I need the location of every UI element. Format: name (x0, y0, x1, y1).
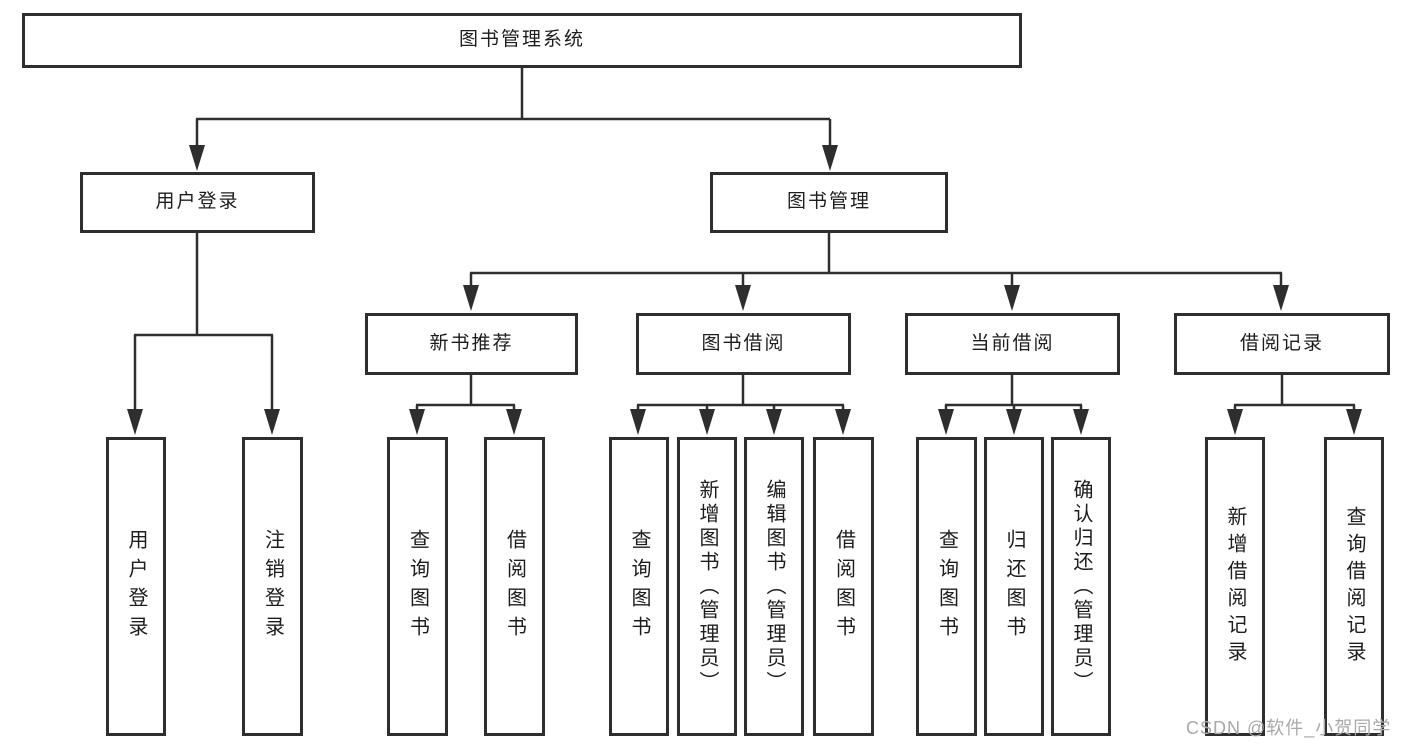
leaf-query-books-current: 查询图书 (916, 437, 977, 736)
leaf-query-borrow-record: 查询借阅记录 (1324, 437, 1384, 736)
leaf-borrow-books: 借阅图书 (813, 437, 874, 736)
leaf-borrow-books-recommend: 借阅图书 (484, 437, 545, 736)
node-new-book-recommend: 新书推荐 (365, 313, 578, 375)
leaf-confirm-return-admin: 确认归还（管理员） (1051, 437, 1111, 736)
node-system-root: 图书管理系统 (22, 13, 1022, 68)
node-book-management: 图书管理 (710, 172, 948, 233)
node-user-login: 用户登录 (80, 172, 315, 233)
watermark: CSDN @软件_小贺同学 (1186, 718, 1392, 738)
leaf-user-login: 用户登录 (106, 437, 166, 736)
leaf-add-books-admin: 新增图书（管理员） (677, 437, 737, 736)
node-current-borrow: 当前借阅 (905, 313, 1120, 375)
node-book-borrow: 图书借阅 (636, 313, 851, 375)
node-borrow-records: 借阅记录 (1174, 313, 1390, 375)
leaf-query-books-borrow: 查询图书 (609, 437, 669, 736)
leaf-return-books: 归还图书 (984, 437, 1044, 736)
leaf-add-borrow-record: 新增借阅记录 (1205, 437, 1265, 736)
leaf-edit-books-admin: 编辑图书（管理员） (744, 437, 804, 736)
leaf-logout: 注销登录 (242, 437, 303, 736)
leaf-query-books-recommend: 查询图书 (387, 437, 448, 736)
